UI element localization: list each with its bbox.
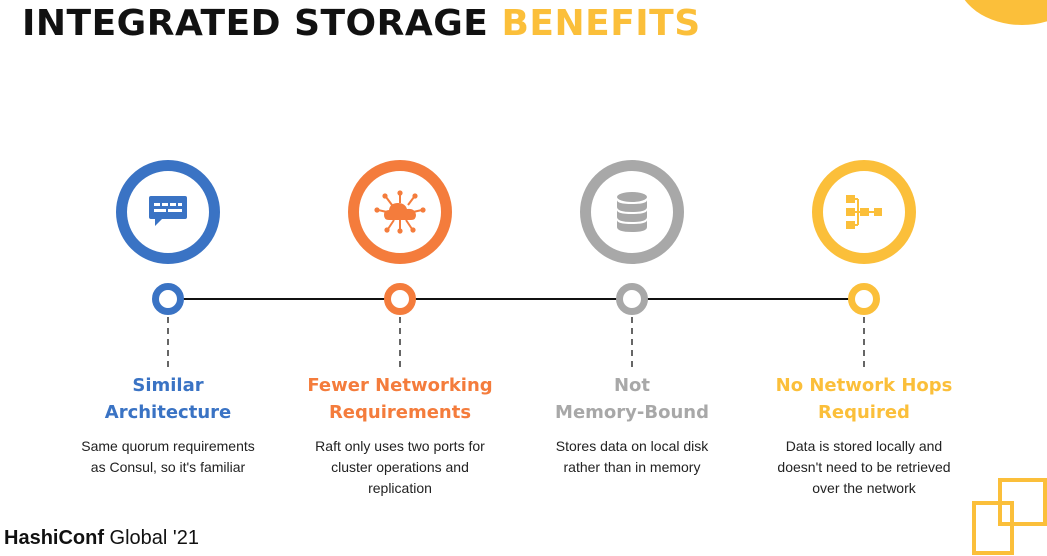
benefit-4-heading-line1: No Network Hops	[775, 375, 953, 396]
benefit-4-icon-ring	[812, 160, 916, 264]
benefit-1-desc-line1: Same quorum requirements	[81, 438, 255, 454]
title-accent: BENEFITS	[501, 3, 701, 44]
timeline-dot-1	[152, 283, 184, 315]
timeline-line	[168, 298, 864, 300]
benefit-4-desc-line3: over the network	[812, 480, 916, 496]
cloud-network-icon	[374, 190, 426, 234]
benefit-2-icon-ring	[348, 160, 452, 264]
benefit-3-icon-ring	[580, 160, 684, 264]
footer-brand-bold: HashiConf	[4, 527, 104, 549]
chat-bubble-icon	[149, 196, 187, 226]
benefit-4-heading-line2: Required	[818, 402, 910, 423]
connector-2	[399, 317, 401, 367]
benefit-3-desc-line2: rather than in memory	[563, 459, 701, 475]
benefit-4-description: Data is stored locally and doesn't need …	[764, 436, 964, 499]
database-icon	[617, 192, 647, 232]
benefit-4-heading: No Network Hops Required	[764, 372, 964, 426]
benefit-2-heading-line1: Fewer Networking	[307, 375, 493, 396]
connector-1	[167, 317, 169, 367]
corner-decoration-squares	[972, 478, 1047, 555]
hierarchy-icon	[846, 195, 882, 229]
timeline-dot-2	[384, 283, 416, 315]
connector-3	[631, 317, 633, 367]
title-main: INTEGRATED STORAGE	[22, 3, 489, 44]
benefit-3-desc-line1: Stores data on local disk	[555, 438, 709, 454]
slide-title: INTEGRATED STORAGE BENEFITS	[22, 2, 701, 46]
benefit-4-desc-line1: Data is stored locally and	[785, 438, 943, 454]
benefit-1-heading-line2: Architecture	[104, 402, 232, 423]
benefit-1-icon-ring	[116, 160, 220, 264]
footer-brand-rest: Global '21	[104, 527, 199, 549]
connector-4	[863, 317, 865, 367]
benefit-2-description: Raft only uses two ports for cluster ope…	[300, 436, 500, 499]
benefit-3-heading: Not Memory-Bound	[532, 372, 732, 426]
benefit-2-heading: Fewer Networking Requirements	[300, 372, 500, 426]
benefit-2-desc-line3: replication	[368, 480, 432, 496]
benefit-1-desc-line2: as Consul, so it's familiar	[90, 459, 246, 475]
footer-brand: HashiConf Global '21	[4, 525, 199, 551]
benefit-4-desc-line2: doesn't need to be retrieved	[777, 459, 951, 475]
benefit-3-heading-line2: Memory-Bound	[555, 402, 709, 423]
timeline-dot-3	[616, 283, 648, 315]
benefit-3-description: Stores data on local disk rather than in…	[532, 436, 732, 478]
benefit-2-heading-line2: Requirements	[328, 402, 472, 423]
benefit-2-desc-line2: cluster operations and	[331, 459, 469, 475]
benefit-2-desc-line1: Raft only uses two ports for	[315, 438, 485, 454]
benefit-1-heading-line1: Similar	[132, 375, 204, 396]
benefit-3-heading-line1: Not	[613, 375, 651, 396]
benefit-1-description: Same quorum requirements as Consul, so i…	[68, 436, 268, 478]
timeline-dot-4	[848, 283, 880, 315]
benefit-1-heading: Similar Architecture	[68, 372, 268, 426]
corner-decoration-circle	[957, 0, 1047, 25]
